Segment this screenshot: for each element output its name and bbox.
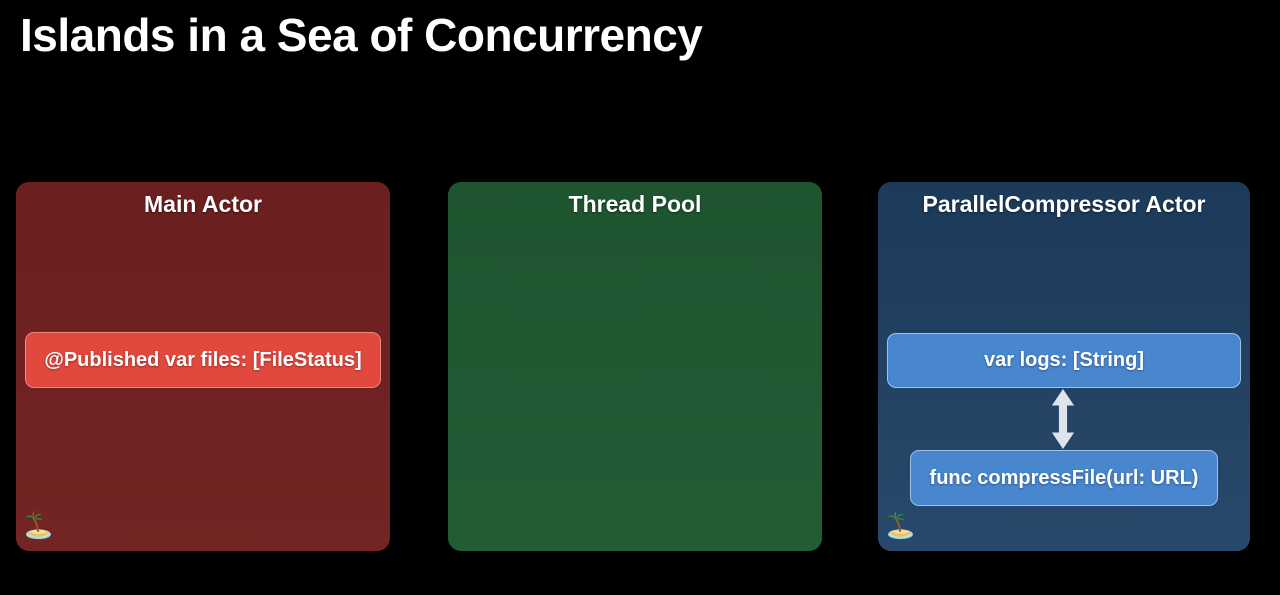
desert-island-icon — [24, 510, 51, 540]
island-thread-pool: Thread Pool — [448, 182, 822, 551]
chip-published-files: @Published var files: [FileStatus] — [25, 332, 381, 388]
island-parallel-compressor: ParallelCompressor Actor var logs: [Stri… — [878, 182, 1250, 551]
island-parallel-compressor-title: ParallelCompressor Actor — [922, 191, 1206, 217]
island-main-actor: Main Actor @Published var files: [FileSt… — [16, 182, 390, 551]
chip-compress-file: func compressFile(url: URL) — [910, 450, 1218, 506]
island-thread-pool-title: Thread Pool — [568, 191, 702, 217]
island-main-actor-title: Main Actor — [144, 191, 262, 217]
double-arrow-icon — [1051, 389, 1075, 449]
chip-var-logs: var logs: [String] — [887, 333, 1241, 388]
slide-title: Islands in a Sea of Concurrency — [20, 9, 703, 61]
desert-island-icon — [886, 510, 913, 540]
